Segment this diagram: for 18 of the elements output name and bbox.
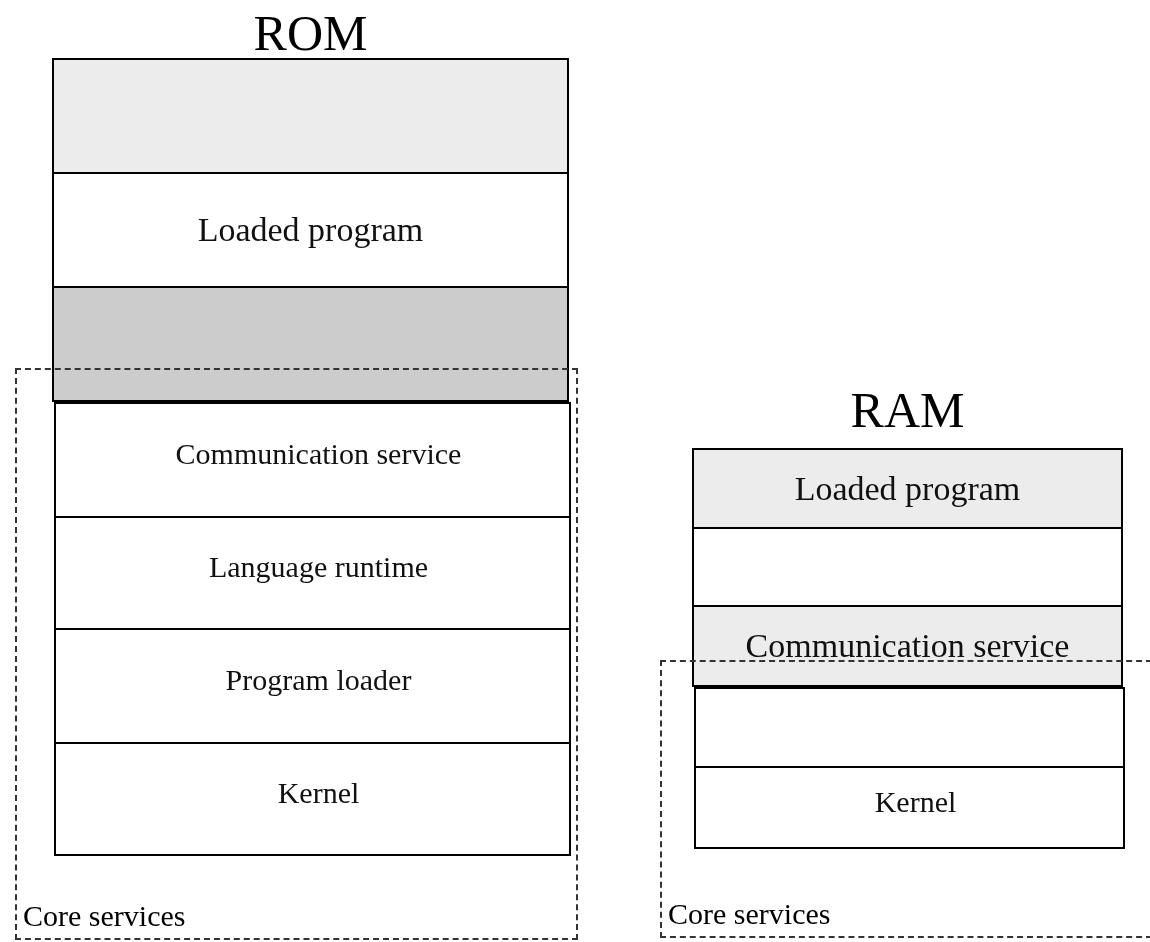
memory-block: Loaded program — [52, 172, 569, 288]
dashed-region — [15, 368, 578, 940]
region-label: Core services — [668, 898, 831, 930]
empty-block — [692, 527, 1123, 607]
memory-block: Loaded program — [692, 448, 1123, 529]
memory-block: Communication service — [692, 605, 1123, 687]
memory-block: Kernel — [54, 742, 571, 856]
memory-block: Program loader — [54, 628, 571, 744]
region-label: Core services — [23, 900, 186, 932]
memory-block: Communication service — [54, 402, 571, 518]
stack-title: ROM — [252, 8, 369, 58]
empty-block — [52, 286, 569, 402]
memory-block: Language runtime — [54, 516, 571, 630]
dashed-region — [660, 660, 1150, 938]
stack-title: RAM — [849, 385, 966, 435]
empty-block — [694, 687, 1125, 768]
empty-block — [52, 58, 569, 174]
memory-block: Kernel — [694, 766, 1125, 849]
